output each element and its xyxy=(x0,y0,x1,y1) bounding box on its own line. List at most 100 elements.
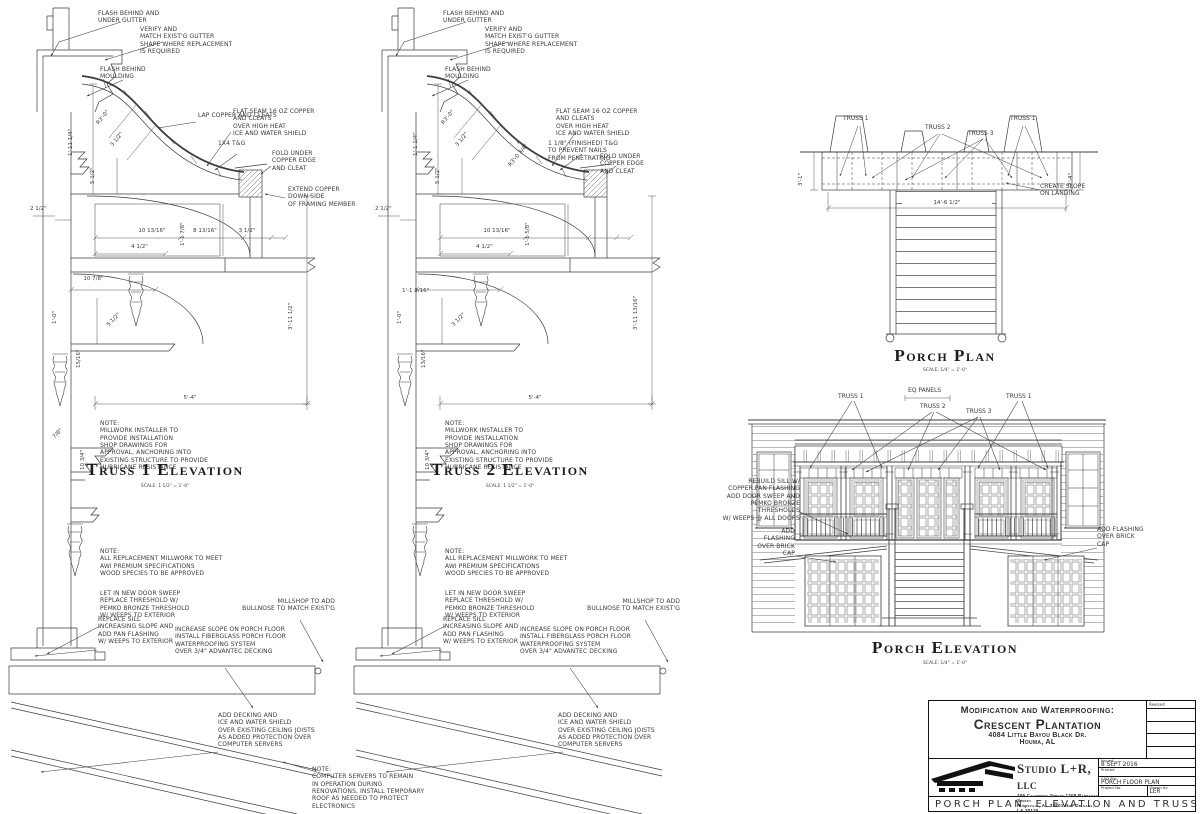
dim-label: 2 1/2" xyxy=(375,206,392,212)
drawn-by-value: LER xyxy=(1149,789,1161,796)
note-millwork-installer: NOTE: MILLWORK INSTALLER TO PROVIDE INST… xyxy=(100,420,208,471)
dim-label: 1'-1 9/16" xyxy=(402,288,430,294)
dim-label: 13/16" xyxy=(421,349,427,368)
elevation-leaders xyxy=(794,395,1098,563)
note-door-sweep: LET IN NEW DOOR SWEEP REPLACE THRESHOLD … xyxy=(100,590,190,619)
plan-trusses xyxy=(829,115,1043,153)
cad-file-field: CAD File PORCH FLOOR PLAN xyxy=(1099,777,1195,787)
project-name: Crescent Plantation xyxy=(973,717,1102,732)
note-flash-brick-right: ADD FLASHING OVER BRICK CAP xyxy=(1097,526,1144,548)
note-millshop: MILLSHOP TO ADD BULLNOSE TO MATCH EXIST'… xyxy=(242,598,335,613)
plan-leaders xyxy=(839,125,1049,191)
dim-label: 10 3/4" xyxy=(425,449,431,470)
sheet-title: PORCH PLAN, ELEVATION AND TRUSS DETAILS xyxy=(935,798,1200,810)
truss1-title: Truss 1 Elevation xyxy=(86,460,244,479)
firm-address2: Huntsville, AL 35801 New Orleans, LA 701… xyxy=(1017,803,1094,813)
printed-field: Printed xyxy=(1099,768,1195,778)
porch-elevation-scale: SCALE: 1/4" = 1'-0" xyxy=(923,661,967,666)
note-fold-under: FOLD UNDER COPPER EDGE AND CLEAT xyxy=(600,153,644,175)
note-flat-seam: FLAT SEAM 16 OZ COPPER AND CLEATS OVER H… xyxy=(233,108,315,137)
dim-label: 14'-6 1/2" xyxy=(902,200,992,206)
truss2-scale: SCALE: 1 1/2" = 1'-0" xyxy=(485,484,535,489)
railings xyxy=(800,513,1057,537)
firm-name: Studio L+R, llc xyxy=(1017,761,1092,792)
note-flash-moulding: FLASH BEHIND MOULDING xyxy=(100,66,146,81)
elev-truss2-label: TRUSS 2 xyxy=(920,403,946,410)
porch-elevation-title: Porch Elevation xyxy=(871,638,1019,657)
firm-logo xyxy=(929,759,1017,796)
revised-label: Revised xyxy=(1147,701,1195,709)
dim-label: 3'-11 1/2" xyxy=(288,302,294,330)
revision-row xyxy=(1147,747,1195,759)
dim-label: 1'-1 7/8" xyxy=(180,222,186,246)
note-increase-slope: INCREASE SLOPE ON PORCH FLOOR INSTALL FI… xyxy=(175,626,287,655)
french-doors xyxy=(803,477,1055,539)
note-increase-slope: INCREASE SLOPE ON PORCH FLOOR INSTALL FI… xyxy=(520,626,632,655)
plan-truss2-label: TRUSS 2 xyxy=(925,124,951,131)
note-extend-copper: EXTEND COPPER DOWN SIDE OF FRAMING MEMBE… xyxy=(288,186,356,208)
firm-address1: 406 California Street 1208 Barracks Stre… xyxy=(1017,793,1098,803)
note-door-sweep: LET IN NEW DOOR SWEEP REPLACE THRESHOLD … xyxy=(445,590,535,619)
window-right xyxy=(1064,451,1102,529)
note-lap-copper: LAP COPPER AND CLEATS xyxy=(198,112,277,119)
revision-row xyxy=(1147,734,1195,747)
title-block: Modification and Waterproofing: Crescent… xyxy=(928,700,1200,814)
printed-label: Printed xyxy=(1101,768,1115,773)
drawn-by-label: Drawn by xyxy=(1149,786,1168,791)
revision-row xyxy=(1147,722,1195,734)
elev-eq-panels-label: EQ PANELS xyxy=(908,387,942,394)
dim-label: 5 1/2" xyxy=(435,167,441,184)
porch-elevation-linework xyxy=(748,395,1106,633)
dim-label: 3 1/2" xyxy=(238,228,256,234)
issued-label: Issued xyxy=(1101,759,1114,763)
window-left xyxy=(755,451,793,529)
note-replace-sill: REPLACE SILL INCREASING SLOPE AND ADD PA… xyxy=(443,616,519,645)
plan-create-slope-note: CREATE SLOPE ON LANDING xyxy=(1040,183,1086,198)
dim-label: 10 13/16" xyxy=(138,228,166,234)
cad-file-value: PORCH FLOOR PLAN xyxy=(1101,780,1160,787)
cad-file-label: CAD File xyxy=(1101,777,1117,782)
dim-label: 2 1/2" xyxy=(30,206,47,212)
note-flash-gutter: FLASH BEHIND AND UNDER GUTTER xyxy=(98,10,160,25)
truss1-extra-leaders xyxy=(157,121,338,779)
dim-label: 3'-1" xyxy=(798,172,804,186)
note-replacement-millwork: NOTE: ALL REPLACEMENT MILLWORK TO MEET A… xyxy=(100,548,223,577)
dim-label: 1'-0" xyxy=(52,310,58,324)
elev-truss1-right-label: TRUSS 1 xyxy=(1006,393,1032,400)
project-address1: 4084 Little Bayou Black Dr. xyxy=(988,732,1087,739)
plan-stair xyxy=(885,190,1007,343)
dim-label: 4 1/2" xyxy=(476,244,493,250)
note-flash-gutter: FLASH BEHIND AND UNDER GUTTER xyxy=(443,10,505,25)
dim-label: 10 3/4" xyxy=(80,449,86,470)
note-add-decking: ADD DECKING AND ICE AND WATER SHIELD OVE… xyxy=(558,712,655,749)
note-replace-sill: REPLACE SILL INCREASING SLOPE AND ADD PA… xyxy=(98,616,174,645)
project-no-label: Project No. xyxy=(1101,786,1122,791)
porch-plan-title: Porch Plan xyxy=(894,346,996,365)
note-verify-gutter: VERIFY AND MATCH EXIST'G GUTTER SHAPE WH… xyxy=(485,26,578,55)
dim-label: 5'-4" xyxy=(528,395,542,401)
project-address2: Houma, AL xyxy=(1019,739,1056,746)
porch-plan-scale: SCALE: 1/4" = 1'-0" xyxy=(923,368,967,373)
note-tg: 1X4 T&G xyxy=(218,140,246,147)
dim-label: 4 1/2" xyxy=(131,244,148,250)
revision-column: Revised xyxy=(1146,701,1195,758)
revision-row xyxy=(1147,709,1195,722)
dim-label: 5'-4" xyxy=(183,395,197,401)
dim-label: 5 1/2" xyxy=(90,167,96,184)
truss1-scale: SCALE: 1 1/2" = 1'-0" xyxy=(140,484,190,489)
elevation-stair xyxy=(878,503,981,627)
dim-label: 10 13/16" xyxy=(483,228,511,234)
dim-label: 2'-4" xyxy=(1068,172,1074,186)
issued-value: 8 SEPT 2016 xyxy=(1101,762,1138,769)
porch-plan-linework xyxy=(800,115,1098,343)
note-tg: 1 1/8" (FINISHED) T&G TO PREVENT NAILS F… xyxy=(548,140,618,162)
issued-field: Issued 8 SEPT 2016 xyxy=(1099,759,1195,769)
elev-truss3-label: TRUSS 3 xyxy=(966,408,992,415)
note-replacement-millwork: NOTE: ALL REPLACEMENT MILLWORK TO MEET A… xyxy=(445,548,568,577)
plan-truss1-label: TRUSS 1 xyxy=(843,115,869,122)
note-millshop: MILLSHOP TO ADD BULLNOSE TO MATCH EXIST'… xyxy=(587,598,680,613)
dim-label: 1'-11 1/4" xyxy=(68,128,74,156)
note-servers: NOTE: COMPUTER SERVERS TO REMAIN IN OPER… xyxy=(312,766,425,810)
